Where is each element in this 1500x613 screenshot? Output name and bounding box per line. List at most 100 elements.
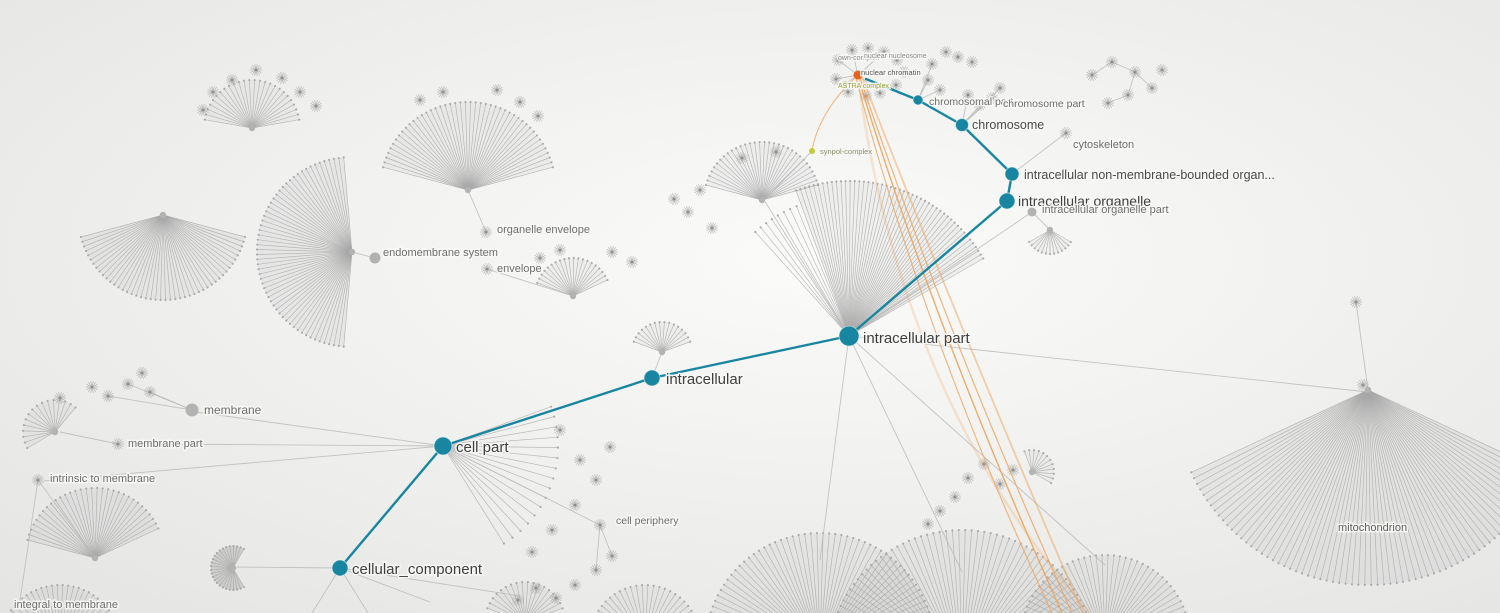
leaf-node-star [949,491,961,503]
intracellular-organelle-part-label[interactable]: intracellular organelle part [1041,203,1171,218]
intracellular-label[interactable]: intracellular [665,370,745,390]
chromosome-part-label[interactable]: chromosome part [1002,97,1087,112]
graph-edge [19,479,39,601]
leaf-node-star [846,44,858,56]
intracellular-non-membrane-bounded-organ-label[interactable]: intracellular non-membrane-bounded organ… [1023,167,1277,184]
graph-edge [599,524,613,557]
leaf-node-star [136,367,148,379]
nuclear-chromatin-node[interactable] [853,70,863,80]
leaf-node-star [898,66,910,78]
leaf-node-star [310,100,322,112]
synpol-complex-node[interactable] [809,148,815,154]
fan-hub-node [248,124,256,132]
highlighted-term-node[interactable] [433,436,453,456]
leaf-node-star [890,79,902,91]
highlighted-term-node[interactable] [1004,166,1020,182]
leaf-node-star [986,92,998,104]
highlighted-term-node[interactable] [998,192,1016,210]
graph-edge [43,445,444,482]
leaf-node-star [1122,89,1134,101]
cell-part-label[interactable]: cell part [455,438,511,458]
leaf-node-star [590,564,602,576]
highlighted-term-node[interactable] [912,94,924,106]
fan-cluster [1028,226,1072,256]
leaf-node-star [526,546,538,558]
leaf-node-star [532,110,544,122]
intracellular-organelle-label[interactable]: intracellular organelle [1017,192,1153,211]
leaf-node-star [934,505,946,517]
fan-cluster [632,320,692,356]
fan-wedge [1191,390,1500,585]
cellular-component-label[interactable]: cellular_component [351,560,485,580]
cytoskeleton-label[interactable]: cytoskeleton [1072,138,1136,153]
leaf-node-star [569,579,581,591]
leaf-node-star [668,193,680,205]
fan-wedge [204,80,300,128]
membrane-part-label[interactable]: membrane part [127,437,205,452]
leaf-node-star [842,86,854,98]
highlighted-term-node[interactable] [331,559,349,577]
intrinsic-to-membrane-label[interactable]: intrinsic to membrane [49,472,157,487]
graph-edge [127,383,193,411]
intracellular-part-label[interactable]: intracellular part [862,329,973,349]
orange-relation-edge [857,76,1063,613]
leaf-node-star [978,458,990,470]
fan-cluster [26,486,160,562]
cell-periphery-label[interactable]: cell periphery [615,514,681,529]
fan-cluster [79,211,247,302]
integral-to-membrane-label[interactable]: integral to membrane [13,598,120,613]
leaf-node-star [437,86,449,98]
graph-edge [195,411,444,447]
fan-cluster [704,140,820,204]
fan-hub-node [758,196,766,204]
graph-edge [857,71,905,76]
own-complex-label[interactable]: own-complex [837,54,882,64]
leaf-node-star [1129,66,1141,78]
highlighted-term-node[interactable] [955,118,969,132]
nuclear-chromatin-label[interactable]: nuclear chromatin [860,67,923,79]
mitochondrion-label[interactable]: mitochondrion [1337,521,1409,536]
highlighted-term-node[interactable] [643,369,661,387]
graph-edge [311,567,341,613]
leaf-node-star [922,518,934,530]
chromosomal-part-label[interactable]: chromosomal part [928,95,1015,110]
endomembrane-system-label[interactable]: endomembrane system [382,246,500,261]
term-node[interactable] [1027,207,1037,217]
organelle-envelope-label[interactable]: organelle envelope [496,223,592,238]
graph-edge [819,335,850,561]
chromosome-label[interactable]: chromosome [971,117,1046,134]
term-node[interactable] [185,403,199,417]
graph-edge [107,395,193,411]
leaf-node-star [207,86,219,98]
leaf-node-star [491,84,503,96]
fan-wedge [487,582,563,613]
leaf-node-star [534,252,546,264]
graph-edge [1011,132,1067,175]
highlighted-term-node[interactable] [838,325,860,347]
synpol-complex-label[interactable]: synpol-complex [819,146,874,158]
leaf-node-star [1060,127,1072,139]
membrane-label[interactable]: membrane [203,402,264,419]
leaf-node-star [862,42,874,54]
nuclear-nucleosome-label[interactable]: nuclear nucleosome [863,52,929,62]
leaf-node-star [1350,296,1362,308]
leaf-node-star [926,58,938,70]
envelope-label[interactable]: envelope [496,262,544,277]
astra-complex-node[interactable] [842,81,848,87]
orange-relation-edge [861,76,1084,613]
graph-edge [848,335,1369,393]
leaf-node-star [1156,64,1168,76]
orange-relation-edge [855,77,1053,613]
astra-complex-label[interactable]: ASTRA complex [837,82,891,92]
leaf-node-star [32,474,44,486]
leaf-node-star [590,474,602,486]
orange-relation-edge [859,77,1073,613]
leaf-node-star [770,146,782,158]
leaf-node-star [480,226,492,238]
leaf-node-star [606,550,618,562]
term-node[interactable] [369,252,381,264]
leaf-node-star [626,256,638,268]
graph-edge [1355,301,1369,391]
